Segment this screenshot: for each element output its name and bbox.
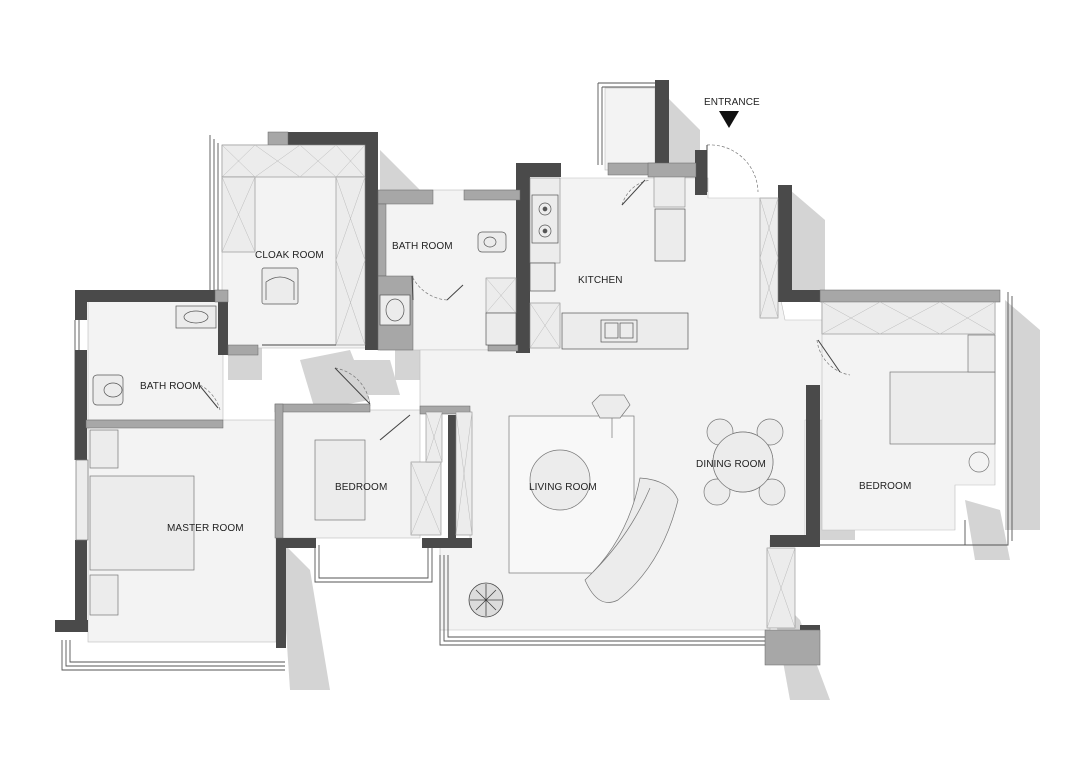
dining-room-label: DINING ROOM	[696, 459, 766, 470]
bedroom-furniture	[75, 334, 996, 616]
toilet-icon	[477, 231, 507, 253]
master-bed	[89, 475, 195, 571]
master-room-label: MASTER ROOM	[167, 523, 244, 534]
entrance-label: ENTRANCE	[704, 97, 760, 108]
bath-room-left-label: BATH ROOM	[140, 381, 201, 392]
living-furniture	[508, 394, 786, 603]
bedroom-middle-label: BEDROOM	[335, 482, 387, 493]
bath-room-upper-label: BATH ROOM	[392, 241, 453, 252]
stove-burner-icon	[531, 194, 559, 244]
triangle-down-icon	[719, 111, 739, 128]
windows	[61, 82, 1013, 671]
cloak-room-label: CLOAK ROOM	[255, 250, 324, 261]
curved-sofa	[584, 477, 679, 603]
bedroom-right-label: BEDROOM	[859, 481, 911, 492]
door-swings	[199, 144, 851, 411]
sink-icon	[600, 319, 638, 343]
middle-bed	[314, 439, 366, 521]
kitchen-label: KITCHEN	[578, 275, 623, 286]
door-leaves	[199, 145, 841, 441]
bath-fixtures	[92, 231, 507, 406]
living-room-label: LIVING ROOM	[529, 482, 597, 493]
coffee-table	[529, 449, 591, 511]
walls	[55, 80, 853, 665]
cabinet-hatch	[221, 144, 996, 629]
balcony-floor	[604, 87, 656, 171]
plant-icon	[468, 582, 504, 618]
right-bed	[889, 371, 996, 445]
kitchen-fixtures	[485, 194, 689, 350]
